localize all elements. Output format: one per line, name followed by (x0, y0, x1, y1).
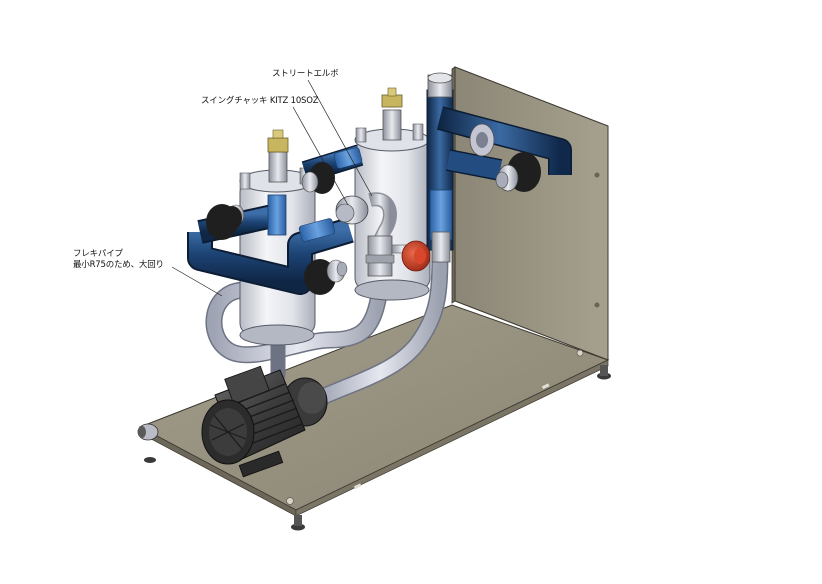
upper-pipe-run (436, 106, 572, 192)
foot (144, 457, 156, 463)
middle-pipe (301, 144, 364, 194)
leader-elbow (307, 79, 373, 197)
annotation-swing-check-text: スイングチャッキ KITZ 10SOZ (201, 96, 319, 106)
leader-flex (171, 266, 223, 297)
left-outlet (222, 206, 242, 230)
annotation-flex-pipe-line2: 最小R75のため、大回り (73, 260, 164, 270)
annotation-flex-pipe: フレキパイプ 最小R75のため、大回り (73, 249, 164, 271)
union-lower (304, 259, 348, 295)
annotation-flex-pipe-line1: フレキパイプ (73, 249, 123, 259)
annotation-street-elbow-text: ストリートエルボ (272, 69, 339, 79)
leader-valve (292, 106, 349, 206)
annotation-street-elbow: ストリートエルボ (272, 69, 339, 80)
pump-motor (201, 365, 328, 478)
corner-fitting (137, 423, 159, 441)
flex-hoses (205, 231, 449, 407)
union-coupling (495, 152, 541, 192)
red-valve (391, 240, 431, 272)
swing-check-valve (335, 192, 397, 277)
annotation-swing-check: スイングチャッキ KITZ 10SOZ (201, 96, 319, 107)
